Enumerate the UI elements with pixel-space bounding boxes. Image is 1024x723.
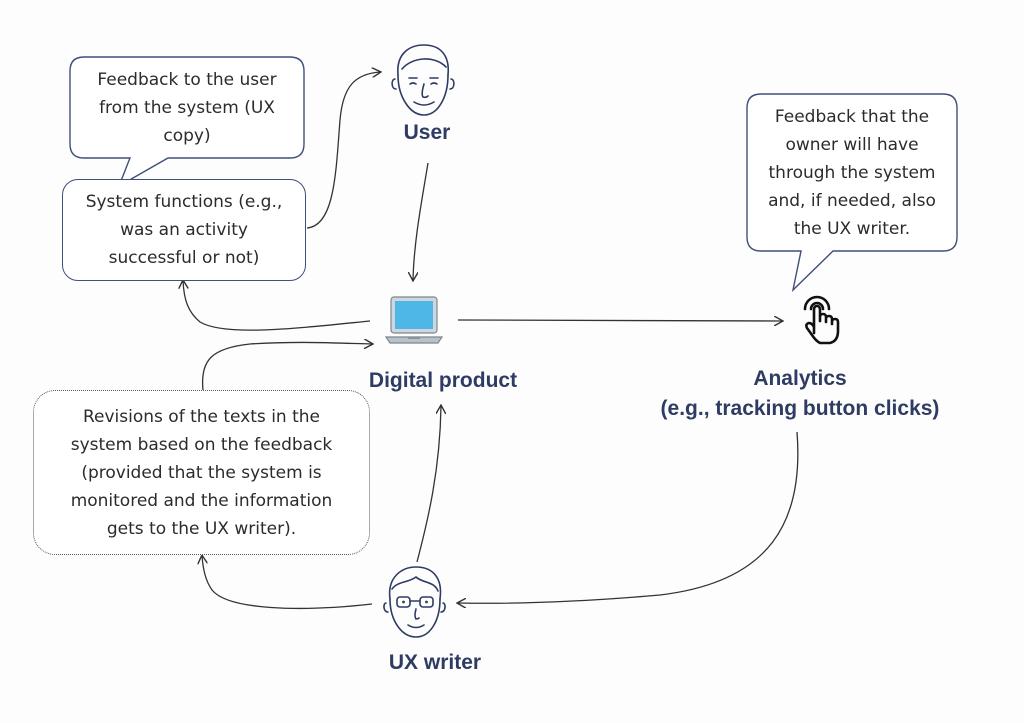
feedback-to-user-box: Feedback to the user from the system (UX… xyxy=(72,60,302,156)
arrow-user-to-digital-product xyxy=(413,162,429,280)
arrow-ux-writer-to-revisions xyxy=(202,556,373,610)
feedback-to-user-bubble xyxy=(69,56,305,188)
feedback-owner-bubble xyxy=(746,93,958,293)
arrow-digital-product-to-analytics xyxy=(457,320,782,321)
system-functions-box: System functions (e.g., was an activity … xyxy=(62,179,306,281)
pointer-click-icon xyxy=(803,295,840,345)
arrow-analytics-to-ux-writer xyxy=(458,431,799,603)
arrow-revisions-to-digital-product xyxy=(201,342,372,391)
arrow-digital-product-to-system-functions xyxy=(183,281,371,331)
revisions-box: Revisions of the texts in the system bas… xyxy=(33,390,370,555)
ux-writer-label: UX writer xyxy=(388,651,482,674)
feedback-owner-box: Feedback that the owner will have throug… xyxy=(750,97,954,249)
analytics-title: Analytics xyxy=(753,367,847,390)
arrow-system-functions-to-user xyxy=(306,72,380,229)
user-label: User xyxy=(403,121,451,144)
system-functions-text: System functions (e.g., was an activity … xyxy=(85,192,283,268)
feedback-owner-text: Feedback that the owner will have throug… xyxy=(768,107,936,239)
revisions-text: Revisions of the texts in the system bas… xyxy=(70,406,333,539)
feedback-to-user-text: Feedback to the user from the system (UX… xyxy=(97,70,277,146)
laptop-icon xyxy=(384,296,444,344)
arrow-ux-writer-to-digital-product xyxy=(416,406,441,563)
face-with-glasses-icon xyxy=(383,566,446,638)
face-icon xyxy=(391,44,455,116)
analytics-label: Analytics (e.g., tracking button clicks) xyxy=(630,364,970,424)
digital-product-label: Digital product xyxy=(368,369,518,392)
analytics-subtitle: (e.g., tracking button clicks) xyxy=(660,397,940,420)
